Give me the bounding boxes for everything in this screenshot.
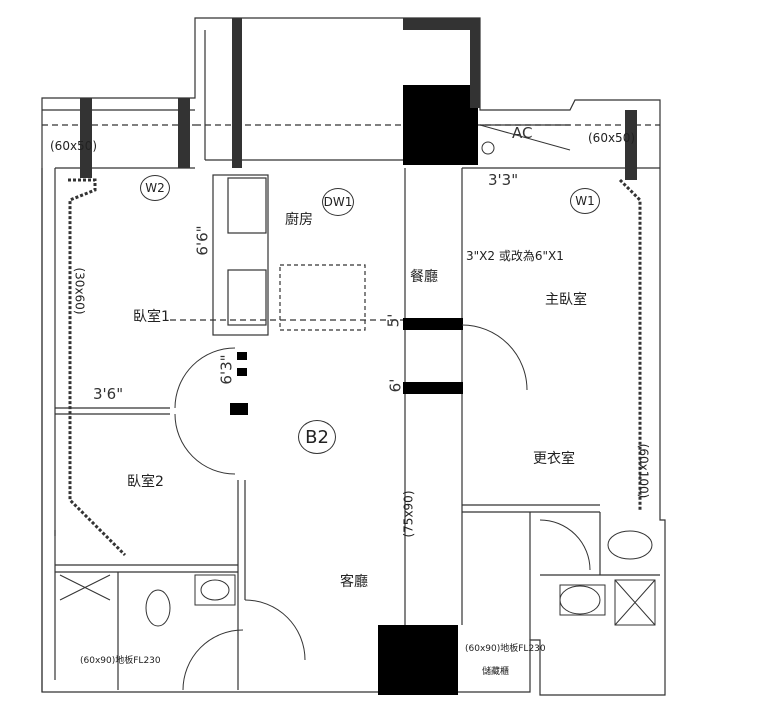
ac-unit (479, 124, 571, 151)
room-master: 主臥室 (545, 292, 587, 308)
room-dining: 餐廳 (410, 269, 438, 285)
room-bedroom1: 臥室1 (133, 309, 170, 325)
tag-w2: W2 (140, 175, 170, 201)
dim-66: 6'6" (193, 225, 212, 256)
dim-3060: (30x60) (72, 267, 87, 315)
dim-master-note: 3"X2 或改為6"X1 (466, 249, 564, 263)
dim-36: 3'6" (93, 385, 124, 403)
room-kitchen: 廚房 (285, 212, 313, 228)
tag-ac: AC (512, 124, 533, 142)
outer-walls (41, 17, 666, 696)
room-living: 客廳 (340, 574, 368, 590)
fixtures (59, 141, 656, 627)
dim-33: 3'3" (488, 171, 519, 189)
wall-hatching (80, 18, 637, 180)
dim-cabinet: 儲藏櫃 (482, 667, 510, 677)
tag-w1: W1 (570, 188, 600, 214)
dim-window-left: (60x50) (50, 139, 98, 153)
doors (174, 324, 591, 691)
tag-b2: B2 (298, 420, 336, 454)
structural-columns (230, 85, 478, 695)
dim-bath-left: (60x90)地板FL230 (80, 656, 161, 666)
tag-dw1: DW1 (322, 188, 354, 216)
dim-7590: (75x90) (401, 490, 416, 538)
dim-6: 6' (386, 378, 405, 393)
dim-window-right: (60x50) (588, 131, 636, 145)
dim-bath-right: (60x90)地板FL230 (465, 644, 546, 654)
room-closet: 更衣室 (533, 451, 575, 467)
dim-5: 5' (384, 313, 403, 328)
room-bedroom2: 臥室2 (127, 474, 164, 490)
dim-60100: (60x100) (636, 443, 651, 499)
dim-63: 6'3" (217, 354, 236, 385)
